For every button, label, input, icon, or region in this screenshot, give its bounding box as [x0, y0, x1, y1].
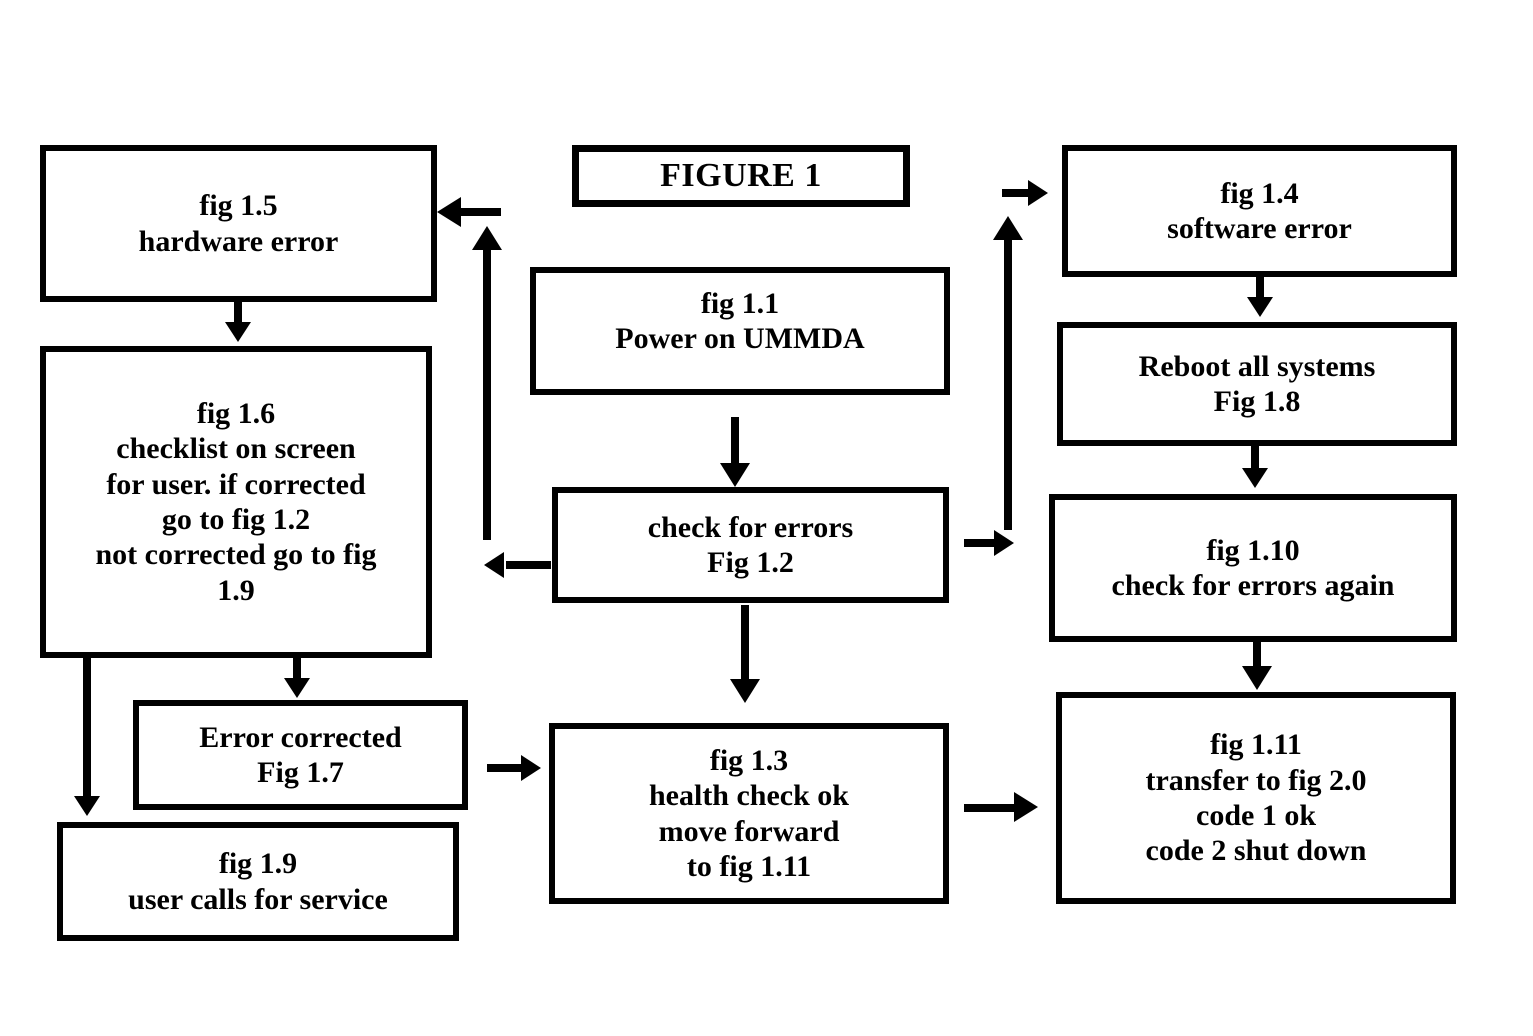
node-fig-1-9-label: fig 1.9 user calls for service: [128, 847, 388, 916]
arrowhead-up-icon: [993, 216, 1023, 240]
arrowhead-down-icon: [730, 679, 760, 703]
node-fig-1-2[interactable]: check for errors Fig 1.2: [552, 487, 949, 603]
node-fig-1-6-label: fig 1.6 checklist on screen for user. if…: [95, 396, 377, 607]
arrowhead-down-icon: [1242, 468, 1268, 488]
arrowhead-left-icon: [484, 552, 504, 578]
arrowhead-right-icon: [1014, 792, 1038, 822]
arrowhead-down-icon: [1242, 666, 1272, 690]
node-fig-1-10-label: fig 1.10 check for errors again: [1111, 533, 1395, 602]
arrowhead-right-icon: [521, 755, 541, 781]
figure-title-box: FIGURE 1: [572, 145, 910, 207]
connector-line: [964, 804, 1020, 812]
connector-line: [1256, 277, 1264, 301]
connector-line: [1253, 642, 1261, 672]
connector-line: [1004, 238, 1012, 530]
node-fig-1-4-label: fig 1.4 software error: [1167, 176, 1352, 245]
connector-line: [83, 658, 91, 802]
node-fig-1-5[interactable]: fig 1.5 hardware error: [40, 145, 437, 302]
connector-line: [459, 208, 501, 216]
node-fig-1-11-label: fig 1.11 transfer to fig 2.0 code 1 ok c…: [1145, 728, 1367, 868]
node-fig-1-1[interactable]: fig 1.1 Power on UMMDA: [530, 267, 950, 395]
connector-line: [234, 302, 242, 328]
figure-title-label: FIGURE 1: [660, 156, 822, 194]
arrowhead-down-icon: [720, 463, 750, 487]
node-fig-1-10[interactable]: fig 1.10 check for errors again: [1049, 494, 1457, 642]
connector-line: [293, 658, 301, 684]
connector-line: [1002, 189, 1034, 197]
arrowhead-right-icon: [1028, 180, 1048, 206]
node-fig-1-11[interactable]: fig 1.11 transfer to fig 2.0 code 1 ok c…: [1056, 692, 1456, 904]
arrowhead-right-icon: [994, 530, 1014, 556]
node-fig-1-2-label: check for errors Fig 1.2: [647, 510, 854, 579]
node-fig-1-6[interactable]: fig 1.6 checklist on screen for user. if…: [40, 346, 432, 658]
connector-line: [483, 248, 491, 540]
node-fig-1-7-label: Error corrected Fig 1.7: [199, 720, 402, 789]
node-fig-1-8-label: Reboot all systems Fig 1.8: [1138, 349, 1376, 418]
node-fig-1-4[interactable]: fig 1.4 software error: [1062, 145, 1457, 277]
connector-line: [731, 417, 739, 469]
node-fig-1-3[interactable]: fig 1.3 health check ok move forward to …: [549, 723, 949, 904]
arrowhead-up-icon: [472, 226, 502, 250]
arrowhead-down-icon: [74, 796, 100, 816]
node-fig-1-7[interactable]: Error corrected Fig 1.7: [133, 700, 468, 810]
connector-line: [741, 605, 749, 683]
arrowhead-left-icon: [437, 197, 461, 227]
node-fig-1-3-label: fig 1.3 health check ok move forward to …: [648, 743, 849, 883]
node-fig-1-1-label: fig 1.1 Power on UMMDA: [615, 286, 865, 355]
connector-line: [487, 764, 527, 772]
connector-line: [1251, 446, 1259, 472]
connector-line: [964, 539, 1000, 547]
node-fig-1-5-label: fig 1.5 hardware error: [138, 189, 339, 258]
arrowhead-down-icon: [284, 678, 310, 698]
node-fig-1-8[interactable]: Reboot all systems Fig 1.8: [1057, 322, 1457, 446]
arrowhead-down-icon: [1247, 297, 1273, 317]
connector-line: [506, 561, 551, 569]
arrowhead-down-icon: [225, 322, 251, 342]
node-fig-1-9[interactable]: fig 1.9 user calls for service: [57, 822, 459, 941]
